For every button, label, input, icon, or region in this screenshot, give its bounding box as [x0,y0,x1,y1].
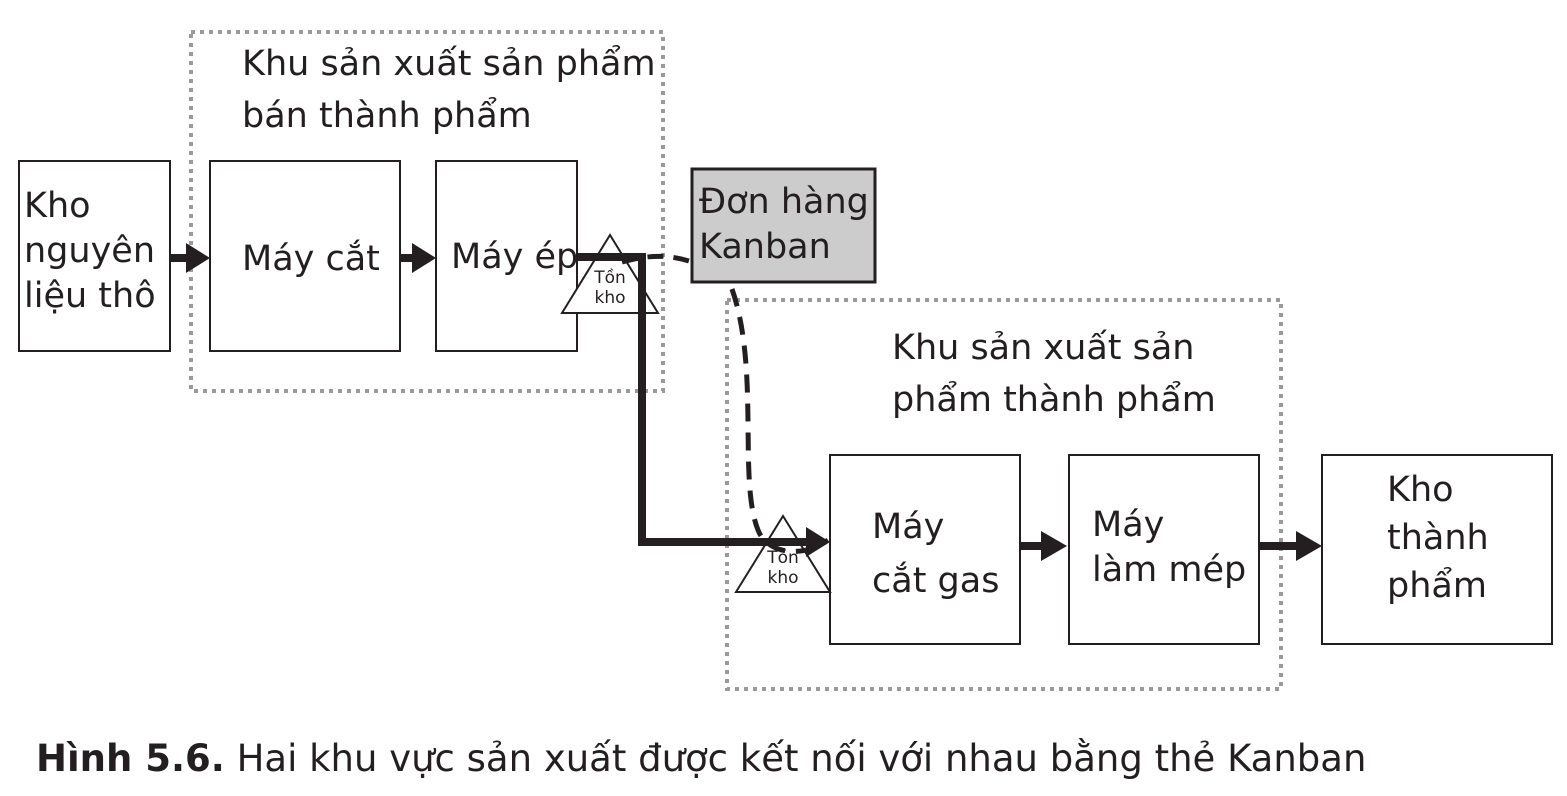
gas-cutting-machine-label: Máy cắt gas [872,507,1000,601]
kanban-signal-line-upper [621,253,693,265]
press-machine-label: Máy ép [451,237,579,277]
zone-finished-boundary [725,298,1283,691]
arrow-gas-to-edging-head [1041,531,1067,561]
material-flow-line [577,253,812,546]
arrow-edging-to-storage-head [1296,531,1322,561]
kanban-order-label: Đơn hàng Kanban [699,182,869,267]
inventory-label-lower: Tồn kho [767,548,799,588]
figure-caption: Hình 5.6. Hai khu vực sản xuất được kết … [36,734,1366,784]
finished-storage-label: Kho thành phẩm [1387,470,1489,606]
figure-caption-label: Hình 5.6. [36,737,225,780]
cutting-machine-box [209,160,401,352]
arrow-raw-to-cutting-head [186,243,210,273]
zone-finished-title: Khu sản xuất sản phẩm thành phẩm [892,328,1216,420]
finished-storage-box [1321,454,1553,645]
kanban-order-box [690,167,877,284]
edging-machine-box [1068,454,1260,645]
zone-semi-finished-boundary [189,30,665,393]
edging-machine-label: Máy làm mép [1092,505,1247,590]
press-machine-box [435,160,578,352]
figure-caption-text: Hai khu vực sản xuất được kết nối với nh… [236,737,1367,780]
raw-storage-box [18,160,171,352]
inventory-label-upper: Tồn kho [594,268,626,308]
raw-storage-label: Kho nguyên liệu thô [24,186,156,316]
kanban-signal-line-lower [729,288,830,554]
zone-semi-finished-title: Khu sản xuất sản phẩm bán thành phẩm [242,44,656,136]
cutting-machine-label: Máy cắt [242,239,380,279]
inventory-triangle-upper [560,233,660,314]
arrow-cutting-to-press-head [412,243,436,273]
